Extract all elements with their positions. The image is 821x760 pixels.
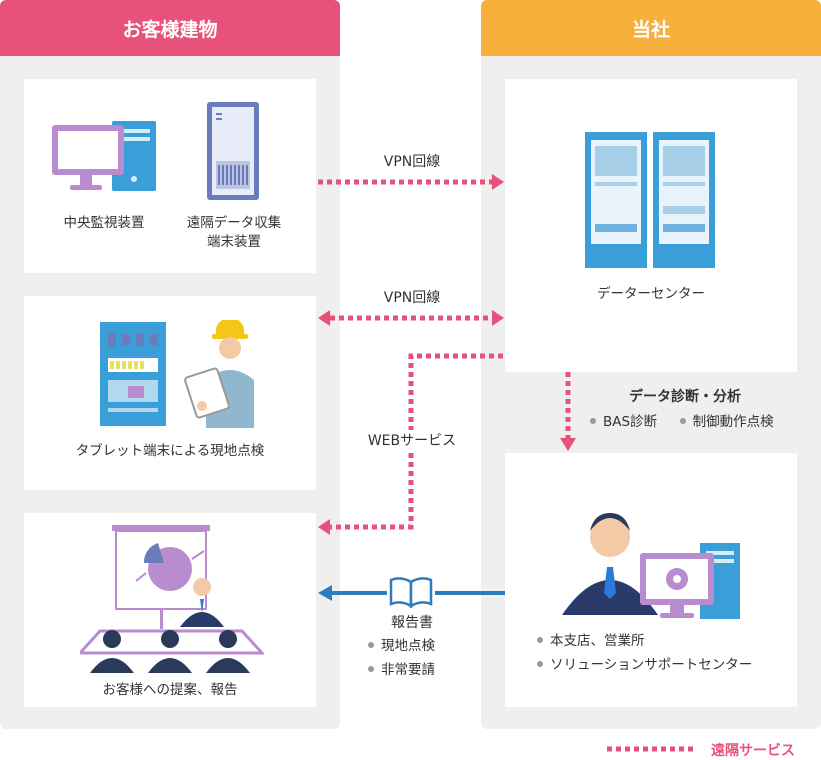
report-list: 現地点検 非常要請 (368, 634, 435, 682)
vpn-label-2: VPN回線 (383, 290, 441, 306)
central-monitor-label: 中央監視装置 (63, 215, 145, 231)
tablet-inspection-label: タブレット端末による現地点検 (75, 443, 265, 459)
operator-workstation-icon (562, 513, 740, 619)
book-icon (387, 576, 435, 609)
presentation-icon (80, 525, 264, 673)
monitoring-devices-card: 中央監視装置 遠隔データ収集 端末装置 (24, 79, 316, 273)
analysis-item: 制御動作点検 (679, 414, 774, 430)
support-center-item: ソリューションサポートセンター (537, 653, 752, 677)
vpn-arrow-2-right (492, 310, 504, 326)
company-header: 当社 (481, 0, 821, 56)
analysis-arrow (560, 438, 576, 451)
tablet-inspection-card: タブレット端末による現地点検 (24, 296, 316, 490)
vpn-arrow-2-left (318, 310, 330, 326)
proposal-report-card: お客様への提案、報告 (24, 513, 316, 707)
support-center-card: 本支店、営業所 ソリューションサポートセンター (505, 453, 797, 707)
customer-building-header: お客様建物 (0, 0, 340, 56)
analysis-list: BAS診断 制御動作点検 (590, 410, 774, 434)
remote-terminal-label-2: 端末装置 (207, 234, 261, 250)
customer-building-title: お客様建物 (122, 18, 218, 41)
bullet-dot (368, 642, 374, 648)
vpn-label-1: VPN回線 (383, 154, 441, 170)
central-monitor-icon (52, 121, 156, 191)
bullet-dot (679, 418, 686, 424)
report-item: 非常要請 (368, 658, 435, 682)
remote-terminal-icon (207, 102, 259, 200)
report-arrow (318, 585, 332, 601)
bullet-dot (368, 666, 374, 672)
web-service-arrow (318, 519, 330, 535)
legend-label: 遠隔サービス (711, 743, 795, 759)
report-title: 報告書 (391, 615, 433, 631)
data-center-server-icon (585, 132, 715, 268)
data-center-card: データーセンター (505, 79, 797, 372)
bullet-dot (590, 418, 596, 424)
proposal-report-label: お客様への提案、報告 (102, 682, 238, 698)
analysis-title: データ診断・分析 (629, 389, 741, 405)
tablet-inspection-icon (100, 320, 254, 428)
vpn-arrow-1 (492, 174, 504, 190)
support-center-list: 本支店、営業所 ソリューションサポートセンター (537, 629, 752, 677)
web-service-line (330, 353, 503, 530)
report-item: 現地点検 (368, 634, 435, 658)
web-service-label: WEBサービス (352, 430, 472, 450)
remote-terminal-label-1: 遠隔データ収集 (186, 215, 282, 231)
analysis-item: BAS診断 (590, 414, 657, 430)
bullet-dot (537, 661, 543, 667)
data-center-label: データーセンター (597, 286, 705, 302)
company-title: 当社 (631, 18, 670, 41)
support-center-item: 本支店、営業所 (537, 629, 752, 653)
bullet-dot (537, 637, 543, 643)
